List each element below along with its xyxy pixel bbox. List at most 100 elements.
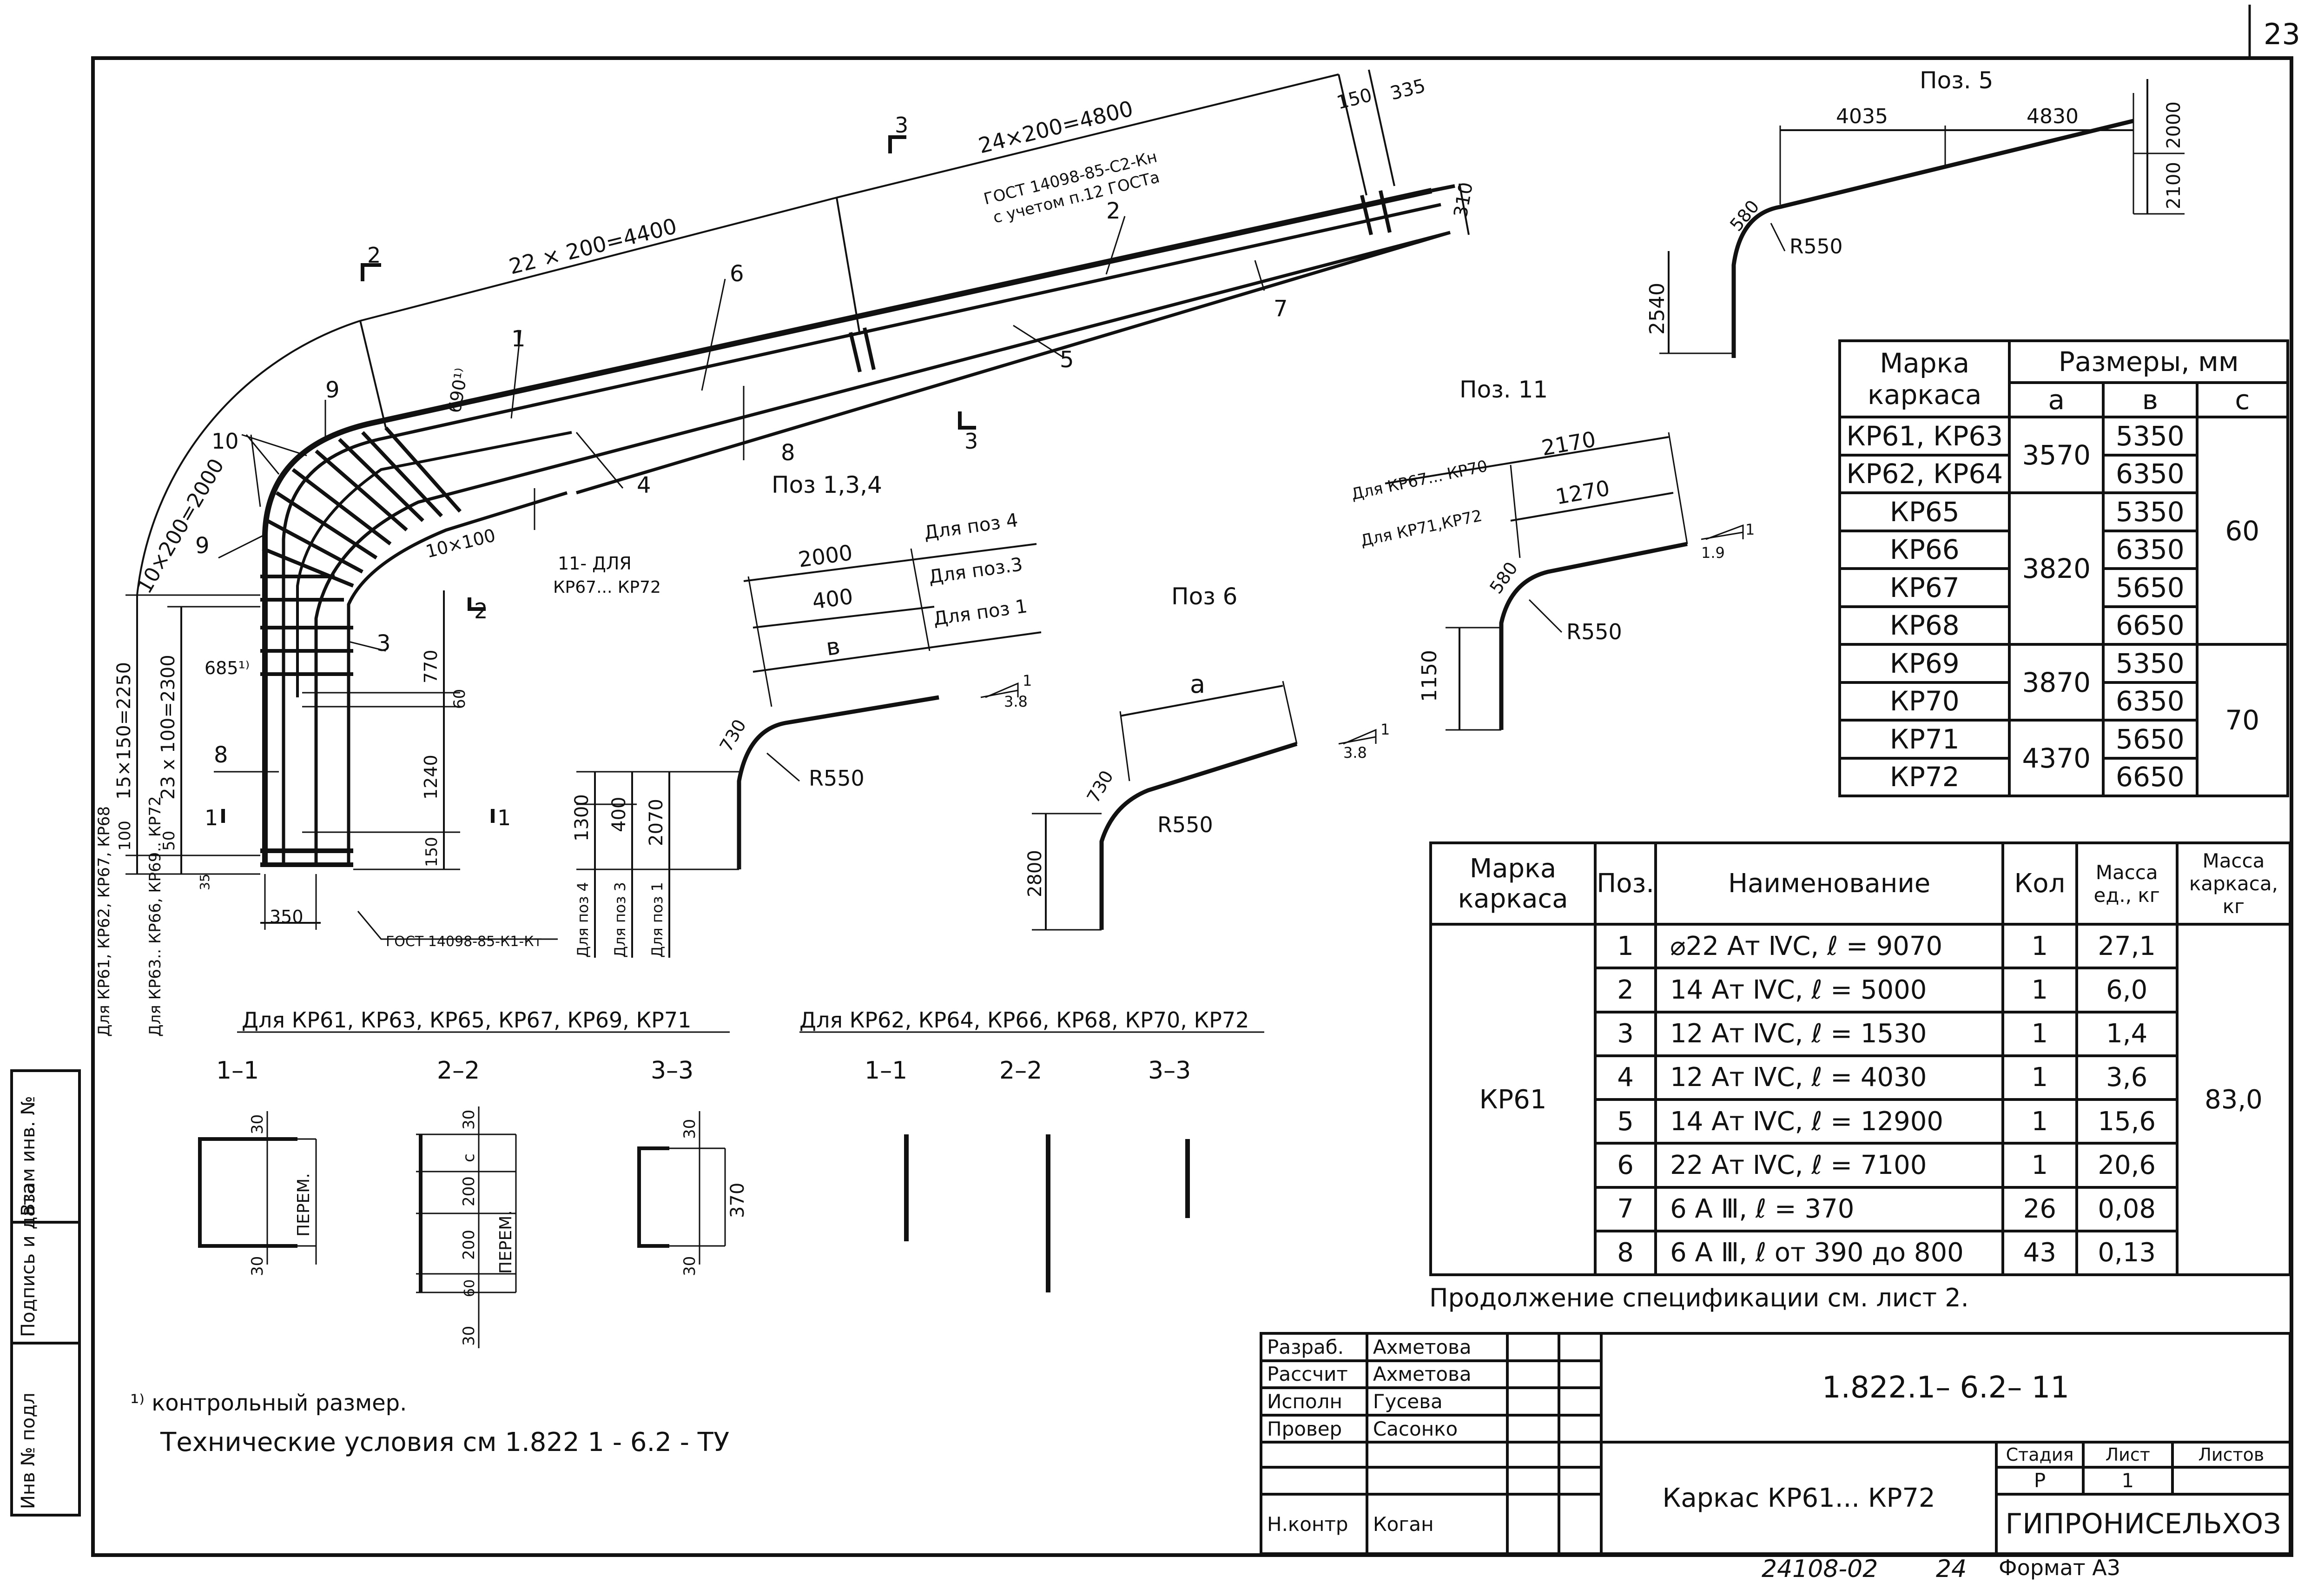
poz5-radius: R550 bbox=[1789, 235, 1843, 258]
signature bbox=[1505, 1332, 1561, 1362]
poz134-db: в bbox=[825, 632, 842, 661]
sizes-row: КР72 6650 bbox=[1838, 756, 2288, 797]
sizes-row: КР71 4370 5650 bbox=[1838, 719, 2288, 797]
dim-100: 100 bbox=[116, 821, 134, 851]
callout-4: 4 bbox=[637, 472, 651, 498]
poz134-for3: Для поз.3 bbox=[927, 554, 1024, 588]
bottom-code: 24108-02 bbox=[1762, 1555, 1878, 1583]
callout-2: 2 bbox=[1106, 198, 1121, 224]
drawing-title: Каркас КР61... КР72 bbox=[1600, 1441, 1998, 1555]
gost-bottom: ГОСТ 14098-85-К1-Кт bbox=[386, 934, 542, 950]
stamp-person: Коган bbox=[1365, 1493, 1509, 1555]
poz11-d2170: 2170 bbox=[1540, 426, 1598, 461]
stamp-person: Ахметова bbox=[1365, 1359, 1509, 1390]
bottom-number: 24 bbox=[1936, 1555, 1967, 1583]
spec-header-mass-total: Масса каркаса, кг bbox=[2175, 841, 2292, 926]
poz5-dim4: 2100 bbox=[2163, 162, 2185, 209]
section-mark-2-top: 2 bbox=[367, 243, 381, 268]
spec-row: КР61 1 ⌀22 Ат ⅣС, ℓ = 9070 1 27,1 83,0 bbox=[1429, 922, 2292, 1276]
poz134-title: Поз 1,3,4 bbox=[772, 471, 882, 498]
poz5-height: 2540 bbox=[1645, 283, 1669, 335]
sizes-col-c: с bbox=[2195, 381, 2290, 418]
sizes-col-b: в bbox=[2102, 381, 2199, 418]
stamp-sheets bbox=[2171, 1465, 2292, 1496]
spec-row: 2 14 Ат ⅣС, ℓ = 5000 1 6,0 bbox=[1431, 967, 2290, 1013]
poz134-slope-one: 1 bbox=[1023, 672, 1032, 689]
spec-continuation-note: Продолжение спецификации см. лист 2. bbox=[1429, 1283, 1969, 1312]
poz134-radius: R550 bbox=[809, 766, 865, 791]
inv-podl-label: Инв № подл bbox=[18, 1392, 39, 1509]
poz11-for67: Для КР67... КР70 bbox=[1350, 457, 1489, 504]
dim-1240: 1240 bbox=[421, 755, 441, 800]
poz6-radius: R550 bbox=[1157, 812, 1213, 837]
poz134-v1: Для поз 1 bbox=[648, 882, 666, 958]
sec22-d200b: 200 bbox=[460, 1230, 478, 1260]
footnote-tech-conditions: Технические условия см 1.822 1 - 6.2 - Т… bbox=[160, 1427, 730, 1457]
stamp-stage: Р bbox=[1995, 1465, 2085, 1496]
sec22-d30: 30 bbox=[460, 1110, 478, 1130]
sec22-d200a: 200 bbox=[460, 1176, 478, 1206]
sizes-row: КР66 6350 bbox=[1838, 529, 2288, 570]
section-mark-3-bottom: 3 bbox=[964, 429, 978, 454]
dim-150: 150 bbox=[1334, 85, 1374, 114]
spec-header-mark: Марка каркаса bbox=[1429, 841, 1597, 926]
callout-9a: 9 bbox=[325, 377, 340, 403]
poz6-dim-a: а bbox=[1190, 669, 1205, 699]
poz134-d400: 400 bbox=[811, 583, 854, 614]
dim-685: 685¹⁾ bbox=[205, 658, 250, 678]
spec-row: 3 12 Ат ⅣС, ℓ = 1530 1 1,4 bbox=[1431, 1010, 2290, 1057]
sizes-row: КР67 5650 bbox=[1838, 567, 2288, 608]
section-mark-1-left: 1 bbox=[205, 805, 218, 830]
callout-1: 1 bbox=[511, 326, 526, 352]
specification-table: Марка каркаса Поз. Наименование Кол Масс… bbox=[1429, 841, 2292, 1277]
sec11-perem: ПЕРЕМ. bbox=[294, 1173, 313, 1237]
signature bbox=[1505, 1493, 1561, 1555]
poz11-drawing bbox=[1385, 432, 1744, 731]
sections-labels: Для КР61, КР63, КР65, КР67, КР69, КР71 Д… bbox=[216, 1007, 1249, 1346]
callout-6: 6 bbox=[730, 261, 744, 287]
title-block: Разраб. Ахметова 1.822.1– 6.2– 11 Рассчи… bbox=[1260, 1331, 2292, 1555]
sizes-row: КР70 6350 bbox=[1838, 681, 2288, 722]
dim-50: 50 bbox=[160, 831, 178, 851]
stamp-header-stage: Стадия bbox=[1995, 1441, 2085, 1469]
callout-8b: 8 bbox=[214, 742, 228, 768]
poz134-slope: 3.8 bbox=[1004, 693, 1028, 710]
page-number: 23 bbox=[2264, 17, 2300, 51]
sizes-header-sizes: Размеры, мм bbox=[2008, 339, 2289, 384]
poz11-slope-one: 1 bbox=[1745, 521, 1755, 538]
poz134-h400: 400 bbox=[608, 797, 630, 832]
dim-690: 690¹⁾ bbox=[444, 366, 472, 414]
poz134-v4: Для поз 4 bbox=[574, 882, 592, 958]
dim-22x200: 22 × 200=4400 bbox=[507, 213, 680, 279]
spec-row: 6 22 Ат ⅣС, ℓ = 7100 1 20,6 bbox=[1431, 1142, 2290, 1189]
stamp-person: Сасонко bbox=[1365, 1413, 1509, 1444]
dim-35: 35 bbox=[197, 874, 212, 890]
spec-header-mass-unit: Масса ед., кг bbox=[2075, 841, 2179, 926]
sec22-d60: 60 bbox=[462, 1279, 478, 1297]
document-code: 1.822.1– 6.2– 11 bbox=[1600, 1331, 2291, 1444]
poz134-h1300: 1300 bbox=[571, 794, 593, 841]
poz11-title: Поз. 11 bbox=[1459, 376, 1548, 403]
poz5-dim3: 2000 bbox=[2163, 101, 2185, 149]
poz134-for4: Для поз 4 bbox=[923, 510, 1019, 544]
dim-350: 350 bbox=[270, 907, 304, 927]
sizes-row: КР68 6650 bbox=[1838, 605, 2288, 646]
callout-11-range: КР67... КР72 bbox=[553, 578, 661, 597]
sec11-d30-top: 30 bbox=[248, 1114, 267, 1134]
poz134-drawing bbox=[576, 543, 1042, 958]
dim-15x150: 15×150=2250 bbox=[113, 662, 135, 800]
dim-10x200: 10×200=2000 bbox=[132, 455, 229, 598]
sizes-table: Марка каркаса Размеры, мм а в с КР61, КР… bbox=[1838, 339, 2290, 797]
section-mark-3-top: 3 bbox=[895, 113, 908, 138]
poz6-slope-one: 1 bbox=[1380, 721, 1390, 738]
stamp-sheet: 1 bbox=[2081, 1465, 2174, 1496]
section-2-2-a: 2–2 bbox=[437, 1057, 480, 1085]
format-label: Формат А3 bbox=[1999, 1555, 2120, 1580]
sizes-col-a: а bbox=[2008, 381, 2105, 418]
callout-7: 7 bbox=[1274, 296, 1288, 322]
sec22-dc: с bbox=[460, 1153, 478, 1162]
poz5-dim1: 4035 bbox=[1836, 105, 1888, 128]
sizes-row: КР65 3820 5350 bbox=[1838, 491, 2288, 646]
callout-3: 3 bbox=[376, 630, 391, 656]
